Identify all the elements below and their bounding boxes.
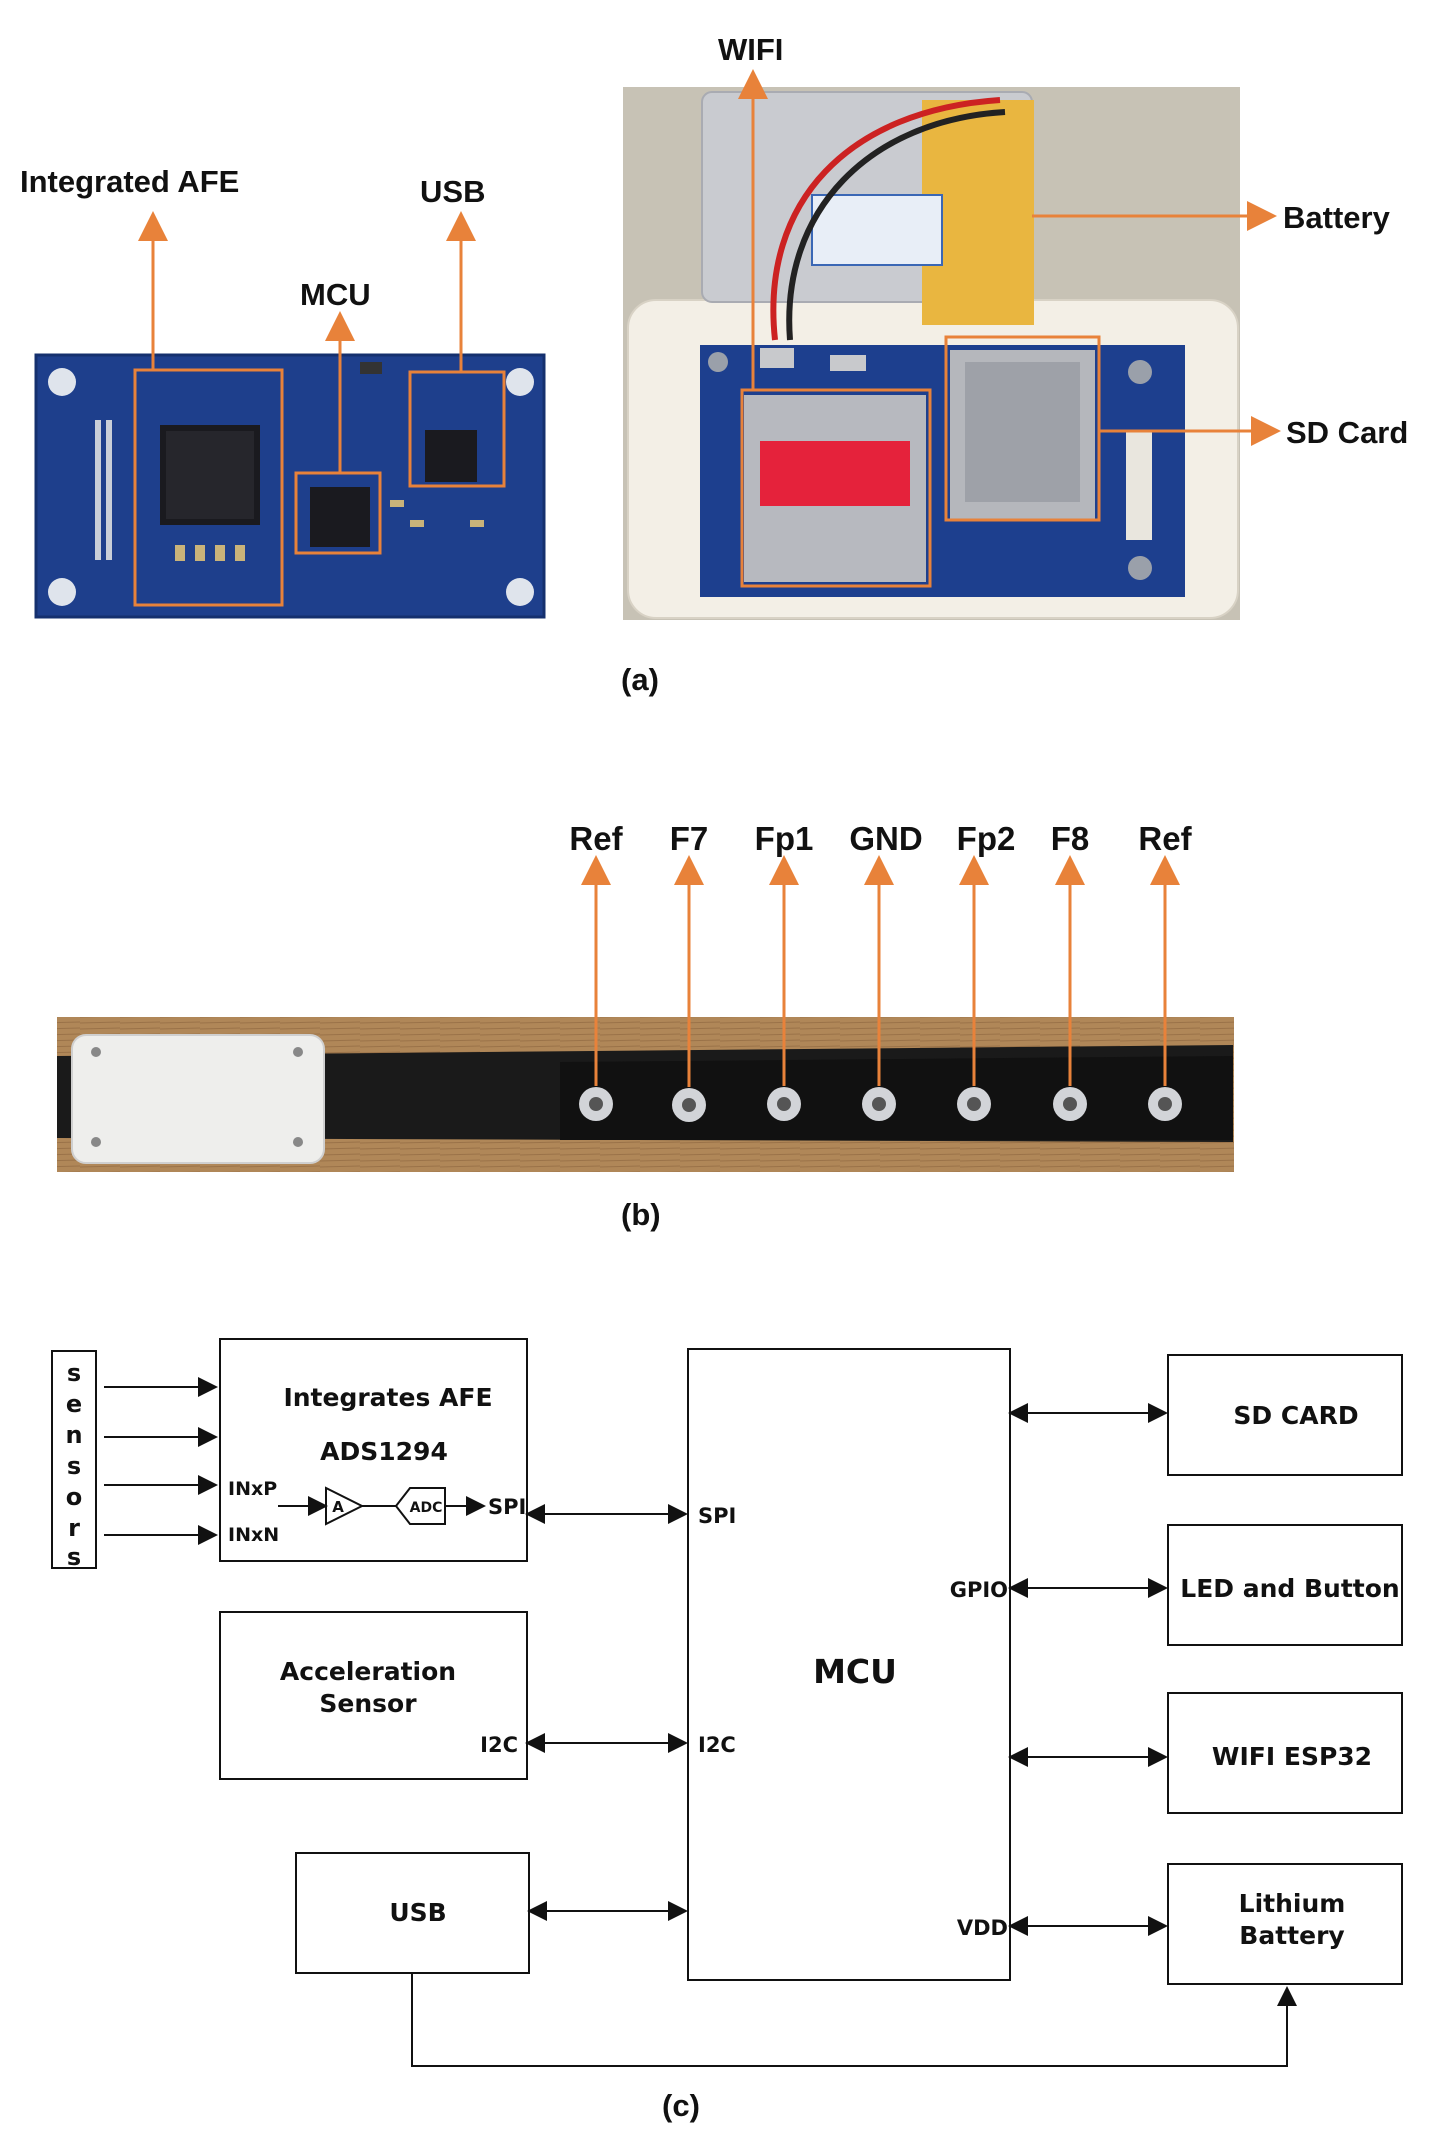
accel-title-2: Sensor	[319, 1689, 417, 1718]
mcu-spi: SPI	[698, 1504, 736, 1528]
sd-card-title: SD CARD	[1233, 1401, 1358, 1430]
electrode-label: F7	[670, 820, 709, 857]
wifi-esp32-title: WIFI ESP32	[1212, 1742, 1372, 1771]
led-button-block	[1167, 1524, 1403, 1646]
label-battery: Battery	[1283, 200, 1391, 235]
sensors-letter: o	[66, 1483, 83, 1511]
sensors-label: s e n s o r s	[65, 1359, 82, 1571]
sensors-letter: s	[67, 1359, 81, 1387]
amp-label: A	[332, 1498, 344, 1516]
sensors-letter: e	[66, 1390, 82, 1418]
accel-block	[219, 1611, 528, 1780]
afe-inxn: INxN	[228, 1524, 279, 1546]
accel-i2c: I2C	[480, 1733, 518, 1757]
electrode-arrows	[581, 855, 1180, 1087]
battery-title-2: Battery	[1239, 1921, 1344, 1950]
afe-title: Integrates AFE	[283, 1383, 492, 1412]
electrode-snap	[862, 1087, 896, 1121]
pcb-photo	[34, 211, 546, 619]
device-photo	[623, 69, 1281, 620]
sensors-letter: r	[68, 1514, 80, 1542]
electrode-snap	[579, 1087, 613, 1121]
mcu-block	[687, 1348, 1011, 1981]
caption-a: (a)	[621, 662, 659, 697]
usb-title: USB	[389, 1898, 446, 1927]
sensors-strip	[51, 1350, 97, 1569]
afe-block	[219, 1338, 528, 1562]
electrode-snap	[957, 1087, 991, 1121]
label-sd-card: SD Card	[1286, 415, 1408, 450]
mcu-title: MCU	[813, 1652, 897, 1691]
mcu-vdd: VDD	[957, 1916, 1008, 1940]
afe-chip: ADS1294	[320, 1437, 448, 1466]
led-button-title: LED and Button	[1180, 1574, 1399, 1603]
sensors-letter: n	[65, 1421, 82, 1449]
adc-label: ADC	[410, 1500, 443, 1516]
electrode-label: Fp1	[755, 820, 814, 857]
mcu-i2c: I2C	[698, 1733, 736, 1757]
battery-block	[1167, 1863, 1403, 1985]
electrode-label: F8	[1051, 820, 1090, 857]
electrode-snap	[672, 1088, 706, 1122]
caption-b: (b)	[621, 1197, 661, 1232]
label-integrated-afe: Integrated AFE	[20, 164, 239, 199]
sensors-letter: s	[67, 1543, 81, 1571]
sensors-letter: s	[67, 1452, 81, 1480]
headband-photo	[57, 1017, 1234, 1172]
electrode-snaps	[579, 1087, 1182, 1122]
accel-title-1: Acceleration	[280, 1657, 456, 1686]
sd-card-block	[1167, 1354, 1403, 1476]
electrode-label: Ref	[1138, 820, 1192, 857]
label-usb-pcb: USB	[420, 174, 485, 209]
electrode-label: Fp2	[957, 820, 1016, 857]
block-diagram	[51, 1338, 1403, 2067]
afe-spi: SPI	[488, 1495, 526, 1519]
afe-inxp: INxP	[228, 1478, 277, 1500]
electrode-label: Ref	[569, 820, 623, 857]
amplifier-symbol	[325, 1486, 365, 1526]
electrode-label: GND	[849, 820, 922, 857]
electrode-snap	[767, 1087, 801, 1121]
electrode-labels: Ref F7 Fp1 GND Fp2 F8 Ref	[569, 820, 1192, 857]
caption-c: (c)	[662, 2088, 700, 2123]
mcu-gpio: GPIO	[950, 1578, 1008, 1602]
electrode-snap	[1053, 1087, 1087, 1121]
electrode-snap	[1148, 1087, 1182, 1121]
battery-title-1: Lithium	[1239, 1889, 1346, 1918]
label-mcu-pcb: MCU	[300, 277, 371, 312]
wifi-block	[1167, 1692, 1403, 1814]
label-wifi: WIFI	[718, 32, 783, 67]
